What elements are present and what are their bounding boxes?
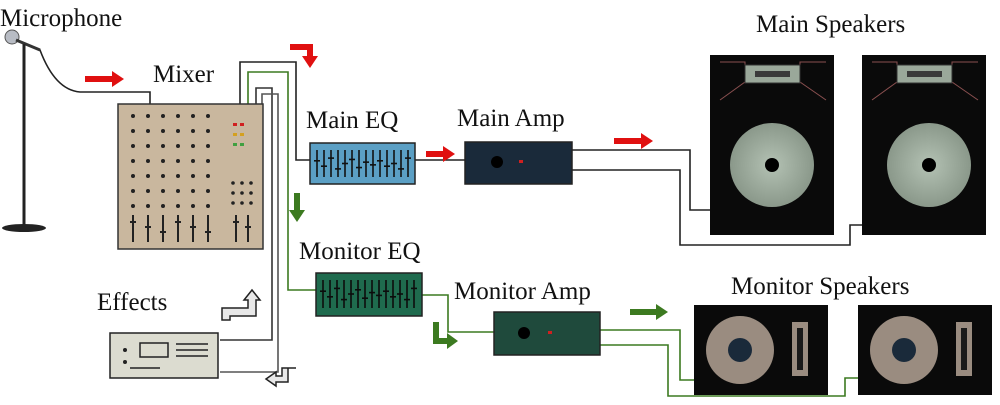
microphone-icon	[2, 29, 46, 232]
monitor-amp-icon	[493, 311, 601, 356]
mixer-knob	[231, 181, 235, 185]
mixer-knob	[131, 189, 135, 193]
mixer-knob	[146, 189, 150, 193]
microphone-label: Microphone	[0, 5, 123, 32]
mixer-knob	[176, 189, 180, 193]
monitor-amp-to-right-speaker-cable	[600, 344, 858, 397]
green-arrow-icon	[630, 304, 668, 320]
mixer-knob	[161, 129, 165, 133]
mixer-knob	[146, 114, 150, 118]
mixer-knob	[240, 181, 244, 185]
mixer-knob	[249, 181, 253, 185]
main-eq-icon	[309, 142, 416, 185]
mixer-knob	[240, 201, 244, 205]
red-arrow-icon	[614, 133, 653, 149]
monitor-speaker-left-icon	[694, 305, 828, 395]
mixer-knob	[231, 201, 235, 205]
mixer-knob	[249, 191, 253, 195]
mixer-knob	[206, 159, 210, 163]
mixer-knob	[206, 174, 210, 178]
mixer-knob	[161, 144, 165, 148]
mixer-knob	[131, 204, 135, 208]
green-arrow-icon	[433, 322, 458, 349]
mixer-knob	[176, 159, 180, 163]
mixer-knob	[176, 144, 180, 148]
mixer-knob	[161, 189, 165, 193]
mixer-knob	[191, 144, 195, 148]
mixer-knob	[131, 129, 135, 133]
mixer-to-monitor-eq-cable	[247, 71, 318, 291]
monitor-amp-to-left-speaker-cable	[600, 329, 694, 381]
mixer-knob	[161, 114, 165, 118]
mixer-knob	[249, 201, 253, 205]
effects-unit-icon	[109, 332, 219, 379]
mixer-knob	[176, 129, 180, 133]
main-amp-to-right-speaker-cable	[572, 169, 862, 246]
mixer-knob	[146, 129, 150, 133]
monitor-eq-to-amp-cable	[420, 294, 494, 333]
mixer-knob	[161, 159, 165, 163]
mixer-knob	[231, 191, 235, 195]
monitor-speaker-right-icon	[858, 305, 992, 395]
mixer-knob	[191, 129, 195, 133]
mixer-knob	[146, 159, 150, 163]
mixer-knob	[161, 174, 165, 178]
mixer-knob	[146, 144, 150, 148]
mic-to-mixer-cable	[21, 41, 151, 105]
mixer-knob	[206, 129, 210, 133]
mixer-knob	[206, 189, 210, 193]
main-amp-icon	[464, 141, 573, 185]
monitor-amp-label: Monitor Amp	[454, 278, 591, 305]
monitor-speakers-label: Monitor Speakers	[731, 273, 910, 300]
effects-label: Effects	[97, 289, 168, 316]
mixer-knob	[206, 114, 210, 118]
main-amp-to-left-speaker-cable	[572, 149, 710, 211]
mixer-icon	[117, 103, 264, 250]
mixer-to-effects-cable-a	[220, 87, 273, 341]
red-arrow-icon	[85, 71, 124, 87]
mixer-to-effects-cable-b	[220, 93, 279, 373]
mixer-knob	[131, 159, 135, 163]
mixer-knob	[131, 114, 135, 118]
mixer-to-main-eq-cable	[239, 61, 310, 161]
mixer-knob	[206, 144, 210, 148]
mixer-knob	[176, 174, 180, 178]
mixer-knob	[240, 191, 244, 195]
monitor-eq-icon	[315, 272, 423, 317]
main-amp-label: Main Amp	[457, 105, 565, 132]
red-arrow-icon	[290, 44, 318, 68]
mixer-knob	[131, 174, 135, 178]
mixer-knob	[161, 204, 165, 208]
green-arrow-icon	[289, 193, 305, 222]
main-speaker-right-icon	[862, 55, 986, 235]
mixer-knob	[191, 174, 195, 178]
main-speaker-left-icon	[710, 55, 834, 235]
mixer-knob	[176, 204, 180, 208]
red-arrow-icon	[426, 146, 455, 162]
mixer-knob	[191, 159, 195, 163]
black-arrow-icon	[221, 288, 262, 321]
mixer-label: Mixer	[153, 61, 215, 88]
mixer-knob	[191, 189, 195, 193]
mixer-knob	[206, 204, 210, 208]
mixer-knob	[191, 204, 195, 208]
mixer-knob	[176, 114, 180, 118]
mixer-knob	[191, 114, 195, 118]
main-eq-label: Main EQ	[306, 107, 399, 134]
mixer-knob	[146, 204, 150, 208]
black-arrow-icon	[264, 367, 296, 388]
monitor-eq-label: Monitor EQ	[299, 238, 421, 265]
cables	[21, 41, 862, 397]
main-speakers-label: Main Speakers	[756, 11, 906, 38]
mixer-knob	[146, 174, 150, 178]
mixer-knob	[131, 144, 135, 148]
